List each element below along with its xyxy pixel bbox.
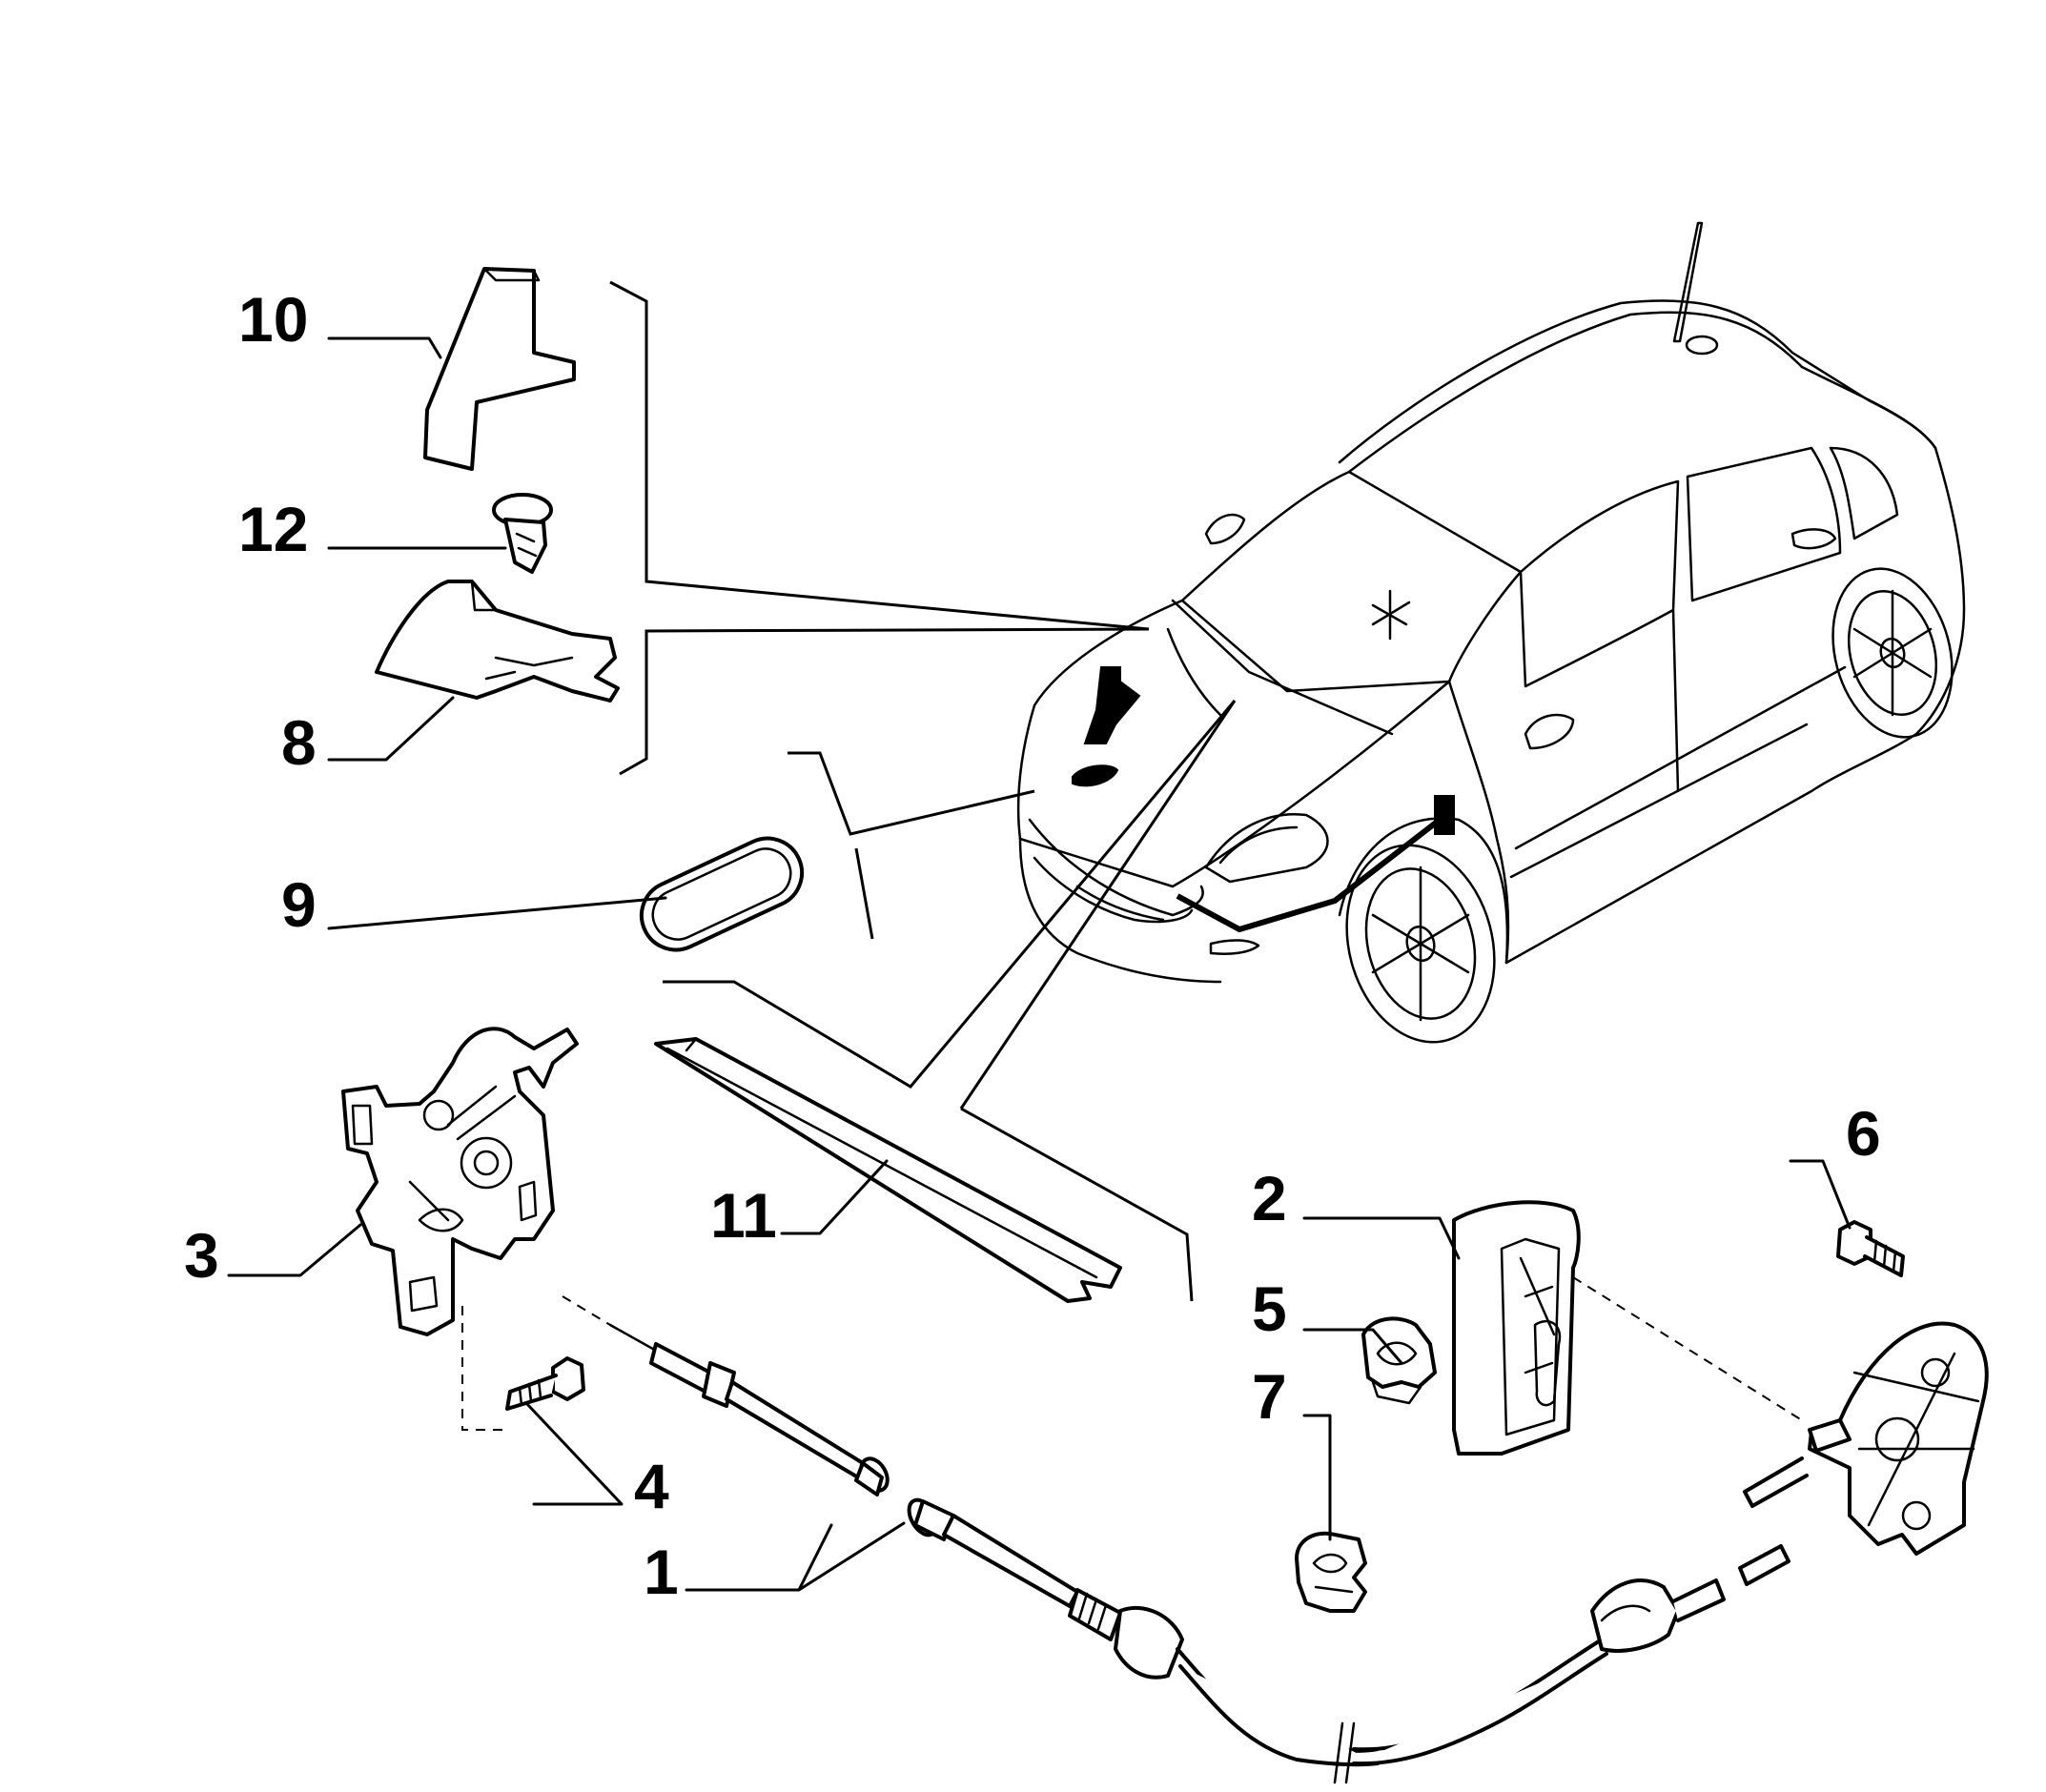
part-9-seal	[639, 836, 805, 952]
seal-location-marker	[1072, 764, 1119, 787]
callout-7: 7	[1252, 1361, 1287, 1432]
callout-5: 5	[1252, 1273, 1287, 1344]
release-lever	[1743, 1321, 1989, 1556]
callout-9: 9	[281, 869, 317, 940]
part-5-clip	[1361, 1316, 1437, 1405]
part-10-bracket	[423, 267, 576, 471]
callout-3: 3	[184, 1220, 219, 1291]
part-6-bolt	[1836, 1220, 1905, 1277]
callout-10: 10	[238, 284, 308, 355]
leader-lines	[227, 336, 1852, 1592]
callout-11: 11	[710, 1180, 777, 1251]
release-handle-marker	[1434, 795, 1455, 835]
projection-lines	[609, 280, 1237, 1302]
part-11-seal-strip	[654, 1037, 1122, 1303]
callout-12: 12	[238, 494, 308, 564]
callout-6: 6	[1846, 1098, 1881, 1169]
part-4-bolt	[505, 1356, 585, 1411]
latch-location-marker	[1083, 666, 1141, 744]
callout-labels: 10 12 8 9 11 3 4 1 2 5 7 6	[184, 284, 1881, 1607]
part-7-clip	[1295, 1531, 1367, 1613]
part-1-cable	[562, 1295, 1790, 1784]
part-12-clip	[492, 493, 553, 574]
callout-8: 8	[281, 707, 317, 778]
car-illustration	[1016, 221, 1966, 1044]
callout-1: 1	[644, 1537, 679, 1607]
callout-4: 4	[634, 1451, 669, 1521]
callout-2: 2	[1252, 1163, 1287, 1233]
part-2-release-handle	[1452, 1200, 1581, 1456]
assembly-lines	[461, 1276, 1803, 1431]
part-8-bracket	[375, 580, 620, 703]
part-3-hood-latch	[341, 1027, 579, 1336]
